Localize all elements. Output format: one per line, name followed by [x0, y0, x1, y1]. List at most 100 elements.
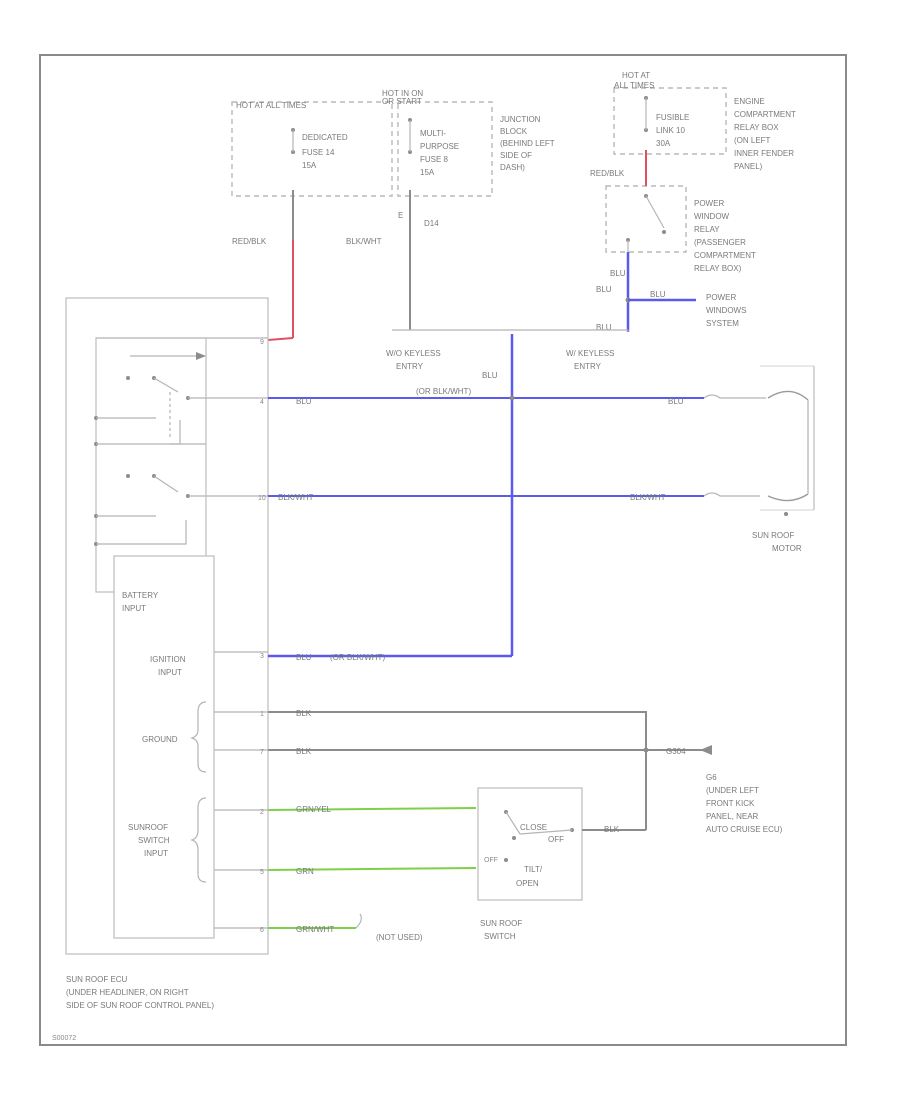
motor-wire-blu-label-right: BLU — [668, 397, 684, 406]
motor-wire-blk-wht-label-right: BLK/WHT — [630, 493, 666, 502]
junction-block-label-2: BLOCK — [500, 127, 528, 136]
sunroof-motor-label-2: MOTOR — [772, 544, 802, 553]
pin-3: 3 — [260, 653, 264, 660]
multipurpose-fuse-label-2: PURPOSE — [420, 142, 459, 151]
power-window-relay-label-1: POWER — [694, 199, 724, 208]
engine-box-label-5: INNER FENDER — [734, 149, 794, 158]
ecu-label-1: SUN ROOF ECU — [66, 975, 128, 984]
pin-7: 7 — [260, 749, 264, 756]
ecu-label-3: SIDE OF SUN ROOF CONTROL PANEL) — [66, 1001, 214, 1010]
switch-wire-grn — [267, 867, 477, 871]
ground-location-3: FRONT KICK — [706, 799, 755, 808]
wire-label-blk-wht-left: BLK/WHT — [346, 237, 382, 246]
keyless-right-label-2: ENTRY — [574, 362, 602, 371]
engine-box-header-2: ALL TIMES — [614, 81, 654, 90]
relay-wire-blu-1: BLU — [610, 269, 626, 278]
switch-wire-grn-yel — [267, 807, 477, 811]
battery-input-label-1: BATTERY — [122, 591, 159, 600]
ignition-input-label-1: IGNITION — [150, 655, 186, 664]
switch-input-label-2: SWITCH — [138, 836, 170, 845]
switch-input-label-1: SUNROOF — [128, 823, 168, 832]
ignition-wire-or-label: (OR BLK/WHT) — [330, 653, 385, 662]
pin-5: 5 — [260, 869, 264, 876]
trunk-label-blu: BLU — [482, 371, 498, 380]
sunroof-switch-box — [477, 787, 583, 901]
sunroof-switch-label-1: SUN ROOF — [480, 919, 522, 928]
dedicated-fuse-label-1: DEDICATED — [302, 133, 348, 142]
ground-location-1: G6 — [706, 773, 717, 782]
fuse-box-mid-header-2: OR START — [382, 97, 422, 106]
power-windows-branch-label: BLU — [650, 290, 666, 299]
figure-id: S00072 — [52, 1035, 76, 1042]
multipurpose-fuse-label-3: FUSE 8 — [420, 155, 449, 164]
power-window-relay-label-2: WINDOW — [694, 212, 730, 221]
power-windows-label-2: WINDOWS — [706, 306, 746, 315]
ecu-label-2: (UNDER HEADLINER, ON RIGHT — [66, 988, 189, 997]
dedicated-fuse-label-3: 15A — [302, 161, 317, 170]
power-window-relay-label-6: RELAY BOX) — [694, 264, 742, 273]
fusible-link-label-1: FUSIBLE — [656, 113, 689, 122]
fuse-box-mid-header-1: HOT IN ON — [382, 89, 423, 98]
dedicated-fuse-box — [231, 101, 393, 197]
power-windows-label-3: SYSTEM — [706, 319, 739, 328]
dedicated-fuse-label-2: FUSE 14 — [302, 148, 335, 157]
ground-location-4: PANEL, NEAR — [706, 812, 759, 821]
ground-label: GROUND — [142, 735, 178, 744]
switch-close-label: CLOSE — [520, 823, 547, 832]
ground-location-5: AUTO CRUISE ECU) — [706, 825, 783, 834]
relay-wire-red-blk: RED/BLK — [590, 169, 625, 178]
ecu-inner-box — [113, 555, 215, 939]
fusible-link-label-3: 30A — [656, 139, 671, 148]
switch-off-label: OFF — [548, 835, 564, 844]
wire-label-pin-e: E — [398, 211, 403, 220]
sunroof-ecu-box — [65, 297, 269, 955]
switch-wire-blk-label: BLK — [604, 825, 620, 834]
motor-wire-blk-wht-label-left: BLK/WHT — [278, 493, 314, 502]
not-used-label: (NOT USED) — [376, 933, 423, 942]
keyless-left-label-2: ENTRY — [396, 362, 424, 371]
ground-wire-blk-2: BLK — [296, 747, 312, 756]
blu-mid-label: BLU — [596, 323, 612, 332]
trunk-label-or-blk: (OR BLK/WHT) — [416, 387, 471, 396]
power-window-relay-label-4: (PASSENGER — [694, 238, 746, 247]
sunroof-motor-label-1: SUN ROOF — [752, 531, 794, 540]
engine-box-label-4: (ON LEFT — [734, 136, 771, 145]
switch-tilt-label-2: OPEN — [516, 879, 539, 888]
engine-box-label-6: PANEL) — [734, 162, 763, 171]
diagram-border — [39, 54, 847, 1046]
wire-label-d14: D14 — [424, 219, 439, 228]
multipurpose-fuse-label-1: MULTI- — [420, 129, 446, 138]
keyless-left-label-1: W/O KEYLESS — [386, 349, 441, 358]
engine-box-label-3: RELAY BOX — [734, 123, 779, 132]
pin-6: 6 — [260, 927, 264, 934]
motor-wire-blu-label-left: BLU — [296, 397, 312, 406]
sunroof-switch-label-2: SWITCH — [484, 932, 516, 941]
wire-label-red-blk: RED/BLK — [232, 237, 267, 246]
fuse-box-left-header: HOT AT ALL TIMES — [236, 101, 306, 110]
power-window-relay-label-5: COMPARTMENT — [694, 251, 756, 260]
ecu-relay-block-1 — [95, 337, 207, 593]
pin-9: 9 — [260, 339, 264, 346]
switch-wire-grn-label: GRN — [296, 867, 314, 876]
engine-relay-box — [613, 87, 727, 155]
ground-g6-arrow — [700, 745, 712, 755]
power-window-relay-label-3: RELAY — [694, 225, 720, 234]
pin-10: 10 — [258, 495, 266, 502]
junction-block-label-4: SIDE OF — [500, 151, 532, 160]
ignition-input-label-2: INPUT — [158, 668, 182, 677]
relay-wire-blu-2: BLU — [596, 285, 612, 294]
multipurpose-fuse-label-4: 15A — [420, 168, 435, 177]
junction-block-label-3: (BEHIND LEFT — [500, 139, 555, 148]
ground-g304-label: G304 — [666, 747, 686, 756]
keyless-right-label-1: W/ KEYLESS — [566, 349, 614, 358]
junction-block-label-5: DASH) — [500, 163, 525, 172]
junction-block-label-1: JUNCTION — [500, 115, 541, 124]
battery-input-label-2: INPUT — [122, 604, 146, 613]
pin-2: 2 — [260, 809, 264, 816]
fusible-link-label-2: LINK 10 — [656, 126, 685, 135]
multipurpose-fuse-box — [397, 101, 493, 197]
switch-wire-grn-wht-label: GRN/WHT — [296, 925, 334, 934]
ignition-wire-blu-label: BLU — [296, 653, 312, 662]
pin-4: 4 — [260, 399, 264, 406]
